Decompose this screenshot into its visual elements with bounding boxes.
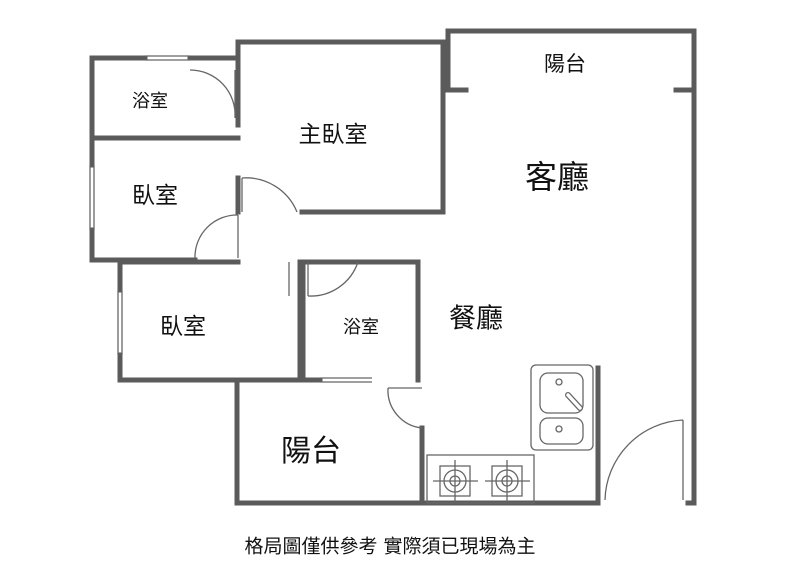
walls xyxy=(89,28,697,506)
room-label-bath-middle: 浴室 xyxy=(343,317,379,338)
windows-and-doors xyxy=(89,55,684,501)
sink-icon xyxy=(530,364,594,451)
stove-icon xyxy=(426,454,535,504)
room-label-master-bedroom: 主臥室 xyxy=(298,122,368,148)
disclaimer-caption: 格局圖僅供參考 實際須已現場為主 xyxy=(244,535,536,558)
room-label-balcony-bottom: 陽台 xyxy=(281,434,341,469)
room-label-balcony-top: 陽台 xyxy=(544,52,586,76)
room-label-bedroom-2: 臥室 xyxy=(160,314,206,340)
room-label-bedroom-1: 臥室 xyxy=(132,183,178,209)
room-label-living-room: 客廳 xyxy=(524,158,590,196)
room-label-bath-top: 浴室 xyxy=(132,91,168,112)
room-label-dining-room: 餐廳 xyxy=(449,303,503,335)
